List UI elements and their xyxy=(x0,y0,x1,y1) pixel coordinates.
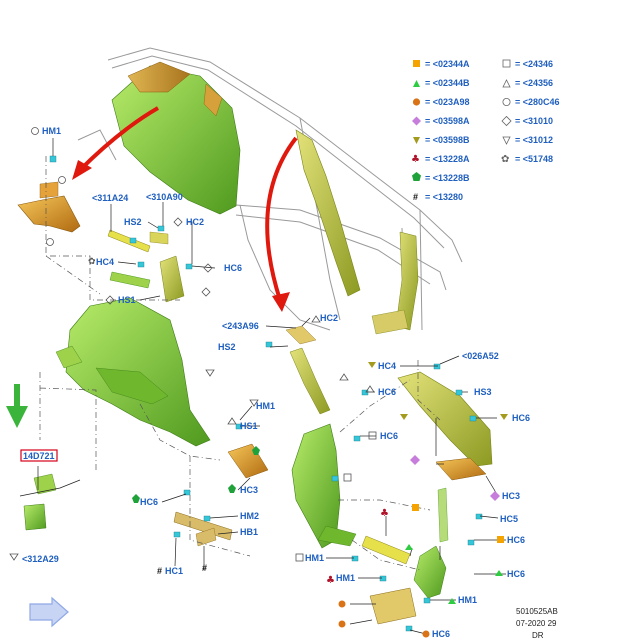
label-hs1-a: HS1 xyxy=(118,295,136,305)
upper-pillar-trim xyxy=(295,129,419,335)
label-hc6-d: HC6 xyxy=(380,431,398,441)
legend-flower-open-icon: ✿ xyxy=(501,154,509,165)
label-hc6-e: HC6 xyxy=(140,497,158,507)
legend-text: = <13228A xyxy=(425,154,470,164)
label-026a52: <026A52 xyxy=(462,351,499,361)
left-upper-parts xyxy=(17,156,185,303)
green-down-arrow xyxy=(6,384,28,428)
legend-text: = <023A98 xyxy=(425,97,470,107)
legend-text: = <13228B xyxy=(425,173,470,183)
label-hc5: HC5 xyxy=(500,514,518,524)
label-hc1: HC1 xyxy=(165,566,183,576)
view-direction-arrow xyxy=(29,596,69,628)
part-labels: HM1 <311A24 <310A90 HS2 HC2 HC4 HC6 HS1 … xyxy=(20,126,530,639)
left-lower-parts xyxy=(19,473,81,531)
drawing-reference: 5010525AB 07-2020 29 DR xyxy=(516,607,558,640)
label-hc6-f: HC6 xyxy=(507,535,525,545)
legend-text: = <03598A xyxy=(425,116,470,126)
label-hc2-b: HC2 xyxy=(320,313,338,323)
label-hc6-h: HC6 xyxy=(432,629,450,639)
highlight-box-14d721 xyxy=(20,449,58,462)
legend-text: = <02344A xyxy=(425,59,470,69)
reference-symbols: ♣ ♣ # # ✿ xyxy=(9,127,508,638)
legend-text: = <02344B xyxy=(425,78,470,88)
label-hc6-a: HC6 xyxy=(224,263,242,273)
label-hs2-a: HS2 xyxy=(124,217,142,227)
label-hs1-b: HS1 xyxy=(240,421,258,431)
upper-quarter-trim xyxy=(111,61,241,215)
fastener-clips xyxy=(49,155,483,632)
legend-club-icon: ♣ xyxy=(411,154,420,165)
legend-circle-open-icon xyxy=(502,98,511,107)
label-hm1-e: HM1 xyxy=(458,595,477,605)
label-hc6-c: HC6 xyxy=(378,387,396,397)
legend-text: = <03598B xyxy=(425,135,470,145)
legend-text: = <24346 xyxy=(515,59,553,69)
legend-text: = <24356 xyxy=(515,78,553,88)
legend-triangle-open-icon xyxy=(502,79,511,88)
legend-triangle-down-open-icon xyxy=(502,136,511,145)
footer-line-1: 5010525AB xyxy=(516,607,558,616)
red-callout-arrows xyxy=(72,106,298,312)
label-hm1-top: HM1 xyxy=(42,126,61,136)
label-hc6-g: HC6 xyxy=(507,569,525,579)
svg-text:#: # xyxy=(202,563,207,573)
label-14d721: 14D721 xyxy=(23,451,55,461)
legend-pentagon-filled-icon xyxy=(412,172,421,181)
label-hc4-b: HC4 xyxy=(378,361,396,371)
footer-line-3: DR xyxy=(532,631,544,640)
label-hm1-b: HM1 xyxy=(256,401,275,411)
right-pillar-parts xyxy=(285,325,493,625)
legend-text: = <13280 xyxy=(425,192,463,202)
label-hm2: HM2 xyxy=(240,511,259,521)
svg-text:#: # xyxy=(157,566,162,576)
legend-text: = <31012 xyxy=(515,135,553,145)
label-hs2-b: HS2 xyxy=(218,342,236,352)
legend-text: = <280C46 xyxy=(515,97,560,107)
legend-diamond-open-icon xyxy=(501,115,512,127)
label-hm1-d: HM1 xyxy=(336,573,355,583)
svg-text:♣: ♣ xyxy=(326,575,335,586)
label-hc3-a: HC3 xyxy=(240,485,258,495)
label-hm1-c: HM1 xyxy=(305,553,324,563)
label-hb1: HB1 xyxy=(240,527,258,537)
legend-triangle-down-filled-icon xyxy=(413,137,420,144)
legend-triangle-filled-icon xyxy=(413,80,420,87)
legend: ♣ # = <02344A = <02344B = <023A98 = <035… xyxy=(411,59,560,202)
legend-hash-icon: # xyxy=(413,192,418,202)
label-hc2-a: HC2 xyxy=(186,217,204,227)
lower-quarter-trim xyxy=(39,297,211,470)
middle-lower-parts xyxy=(139,403,269,557)
legend-square-filled-icon xyxy=(413,60,420,67)
label-hs3: HS3 xyxy=(474,387,492,397)
label-310a90: <310A90 xyxy=(146,192,183,202)
label-hc3-b: HC3 xyxy=(502,491,520,501)
label-243a96: <243A96 xyxy=(222,321,259,331)
label-hc6-b: HC6 xyxy=(512,413,530,423)
legend-text: = <31010 xyxy=(515,116,553,126)
label-311a24: <311A24 xyxy=(92,193,128,203)
legend-text: = <51748 xyxy=(515,154,553,164)
legend-diamond-filled-icon xyxy=(412,116,421,126)
svg-text:✿: ✿ xyxy=(88,257,96,267)
legend-square-open-icon xyxy=(502,59,511,68)
legend-circle-filled-icon xyxy=(412,98,421,106)
label-hc4-a: HC4 xyxy=(96,257,114,267)
label-312a29: <312A29 xyxy=(22,554,59,564)
footer-line-2: 07-2020 29 xyxy=(516,619,557,628)
svg-text:♣: ♣ xyxy=(380,508,389,519)
